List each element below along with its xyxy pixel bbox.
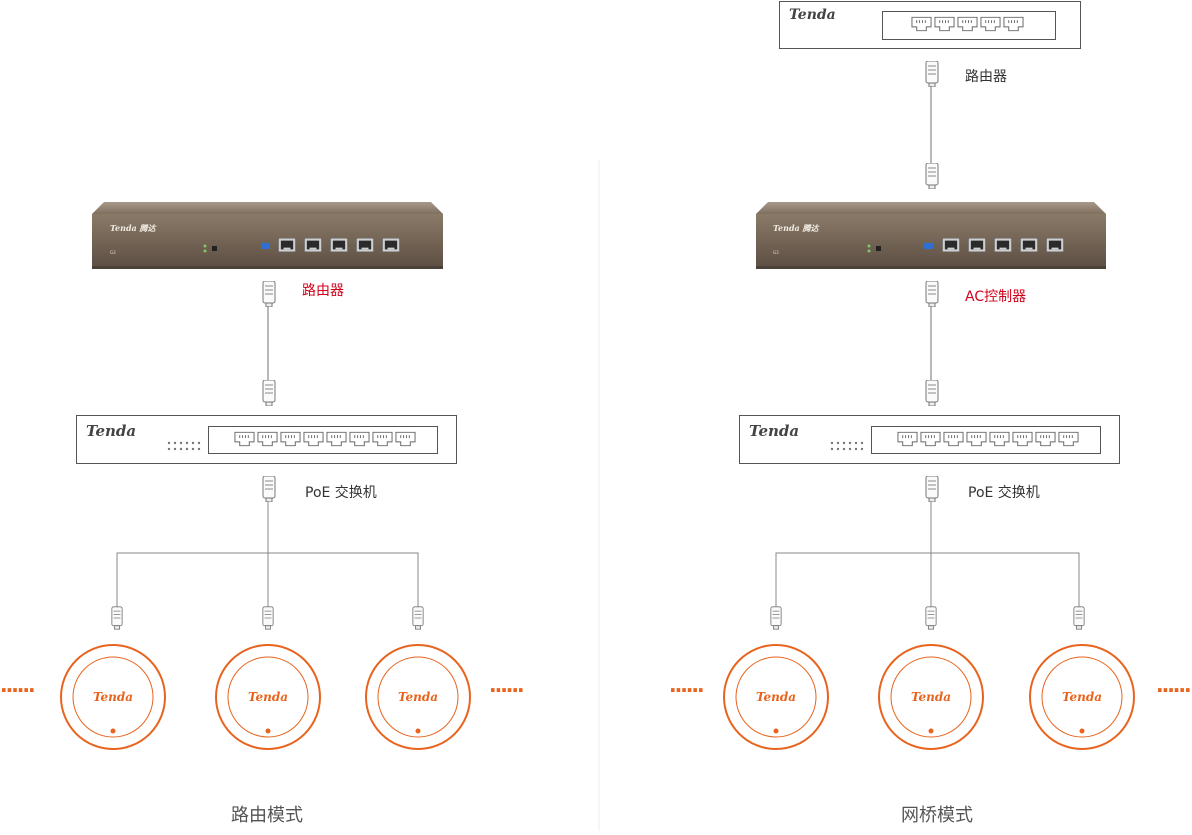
right-poe-switch: Tenda [739,415,1120,464]
left-ellipsis-outer: ······ [0,678,36,702]
svg-text:Tenda: Tenda [398,690,438,704]
left-router-plug [262,281,276,307]
left-router-device: Tenda 腾达 G3 [92,202,443,269]
right-controller-reset [876,246,881,251]
left-ap3-plug [412,606,424,630]
left-router-usb-port [261,243,270,249]
left-ap-2: Tenda [215,644,321,750]
right-controller-usb-port [924,243,933,249]
svg-text:Tenda: Tenda [756,690,796,704]
left-poe-switch: Tenda [76,415,457,464]
right-ap2-plug [925,606,937,630]
right-controller-logo: Tenda 腾达 [773,223,821,233]
left-ellipsis-inner: ······ [489,678,525,702]
svg-text:Tenda: Tenda [93,690,133,704]
right-ellipsis-inner: ······ [669,678,705,702]
right-controller-label: AC控制器 [965,289,1027,305]
left-ap1-plug [111,606,123,630]
left-switch-logo: Tenda [86,422,136,440]
right-switch-plug-top [925,380,939,406]
left-mode-caption: 路由模式 [231,805,303,826]
svg-text:Tenda: Tenda [248,690,288,704]
left-router-led-power [203,249,207,253]
right-top-router-device: Tenda [779,1,1081,49]
right-mode-caption: 网桥模式 [901,805,973,826]
left-router-logo: Tenda 腾达 [110,223,158,233]
svg-text:Tenda: Tenda [911,690,951,704]
svg-text:G3: G3 [773,250,779,255]
left-switch-plug-top [262,380,276,406]
right-controller-led-power [867,249,871,253]
left-switch-plug-bottom [262,476,276,502]
left-router-led-system [203,244,207,248]
right-switch-logo: Tenda [749,422,799,440]
right-ac-controller-device: Tenda 腾达 G3 [756,202,1106,269]
right-switch-plug-bottom [925,476,939,502]
right-top-router-logo: Tenda [789,7,836,23]
left-switch-label: PoE 交换机 [305,485,377,501]
right-ap3-plug [1073,606,1085,630]
right-ap-3: Tenda [1029,644,1135,750]
right-switch-label: PoE 交换机 [968,485,1040,501]
left-ap-3: Tenda [365,644,471,750]
left-ap-1: Tenda [60,644,166,750]
right-controller-plug-top [925,163,939,189]
right-ellipsis-outer: ······ [1156,678,1192,702]
svg-text:G3: G3 [110,250,116,255]
right-top-router-plug [925,61,939,87]
left-router-reset [212,246,217,251]
right-ap-1: Tenda [723,644,829,750]
right-top-router-label: 路由器 [965,69,1007,85]
right-controller-led-system [867,244,871,248]
left-router-label: 路由器 [302,283,344,299]
svg-text:Tenda: Tenda [1062,690,1102,704]
right-ap-2: Tenda [878,644,984,750]
right-controller-plug-bottom [925,281,939,307]
left-ap2-plug [262,606,274,630]
right-ap1-plug [770,606,782,630]
